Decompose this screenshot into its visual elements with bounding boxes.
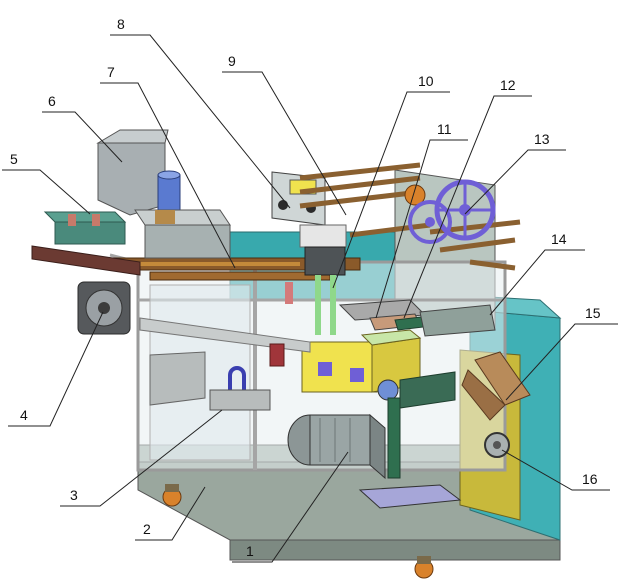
leader-line-5 bbox=[2, 169, 91, 215]
callout-label-2: 2 bbox=[143, 521, 151, 537]
leader-line-12 bbox=[403, 95, 532, 319]
left-feeder bbox=[31, 245, 141, 335]
callout-label-4: 4 bbox=[20, 407, 28, 423]
heating-station bbox=[43, 211, 127, 245]
callout-label-6: 6 bbox=[48, 93, 56, 109]
leader-line-11 bbox=[375, 139, 468, 319]
forming-station bbox=[134, 209, 231, 259]
main-shaft bbox=[139, 317, 456, 409]
handle-assembly bbox=[149, 351, 271, 411]
callout-label-15: 15 bbox=[585, 305, 601, 321]
leader-line-3 bbox=[60, 409, 223, 507]
control-panel bbox=[271, 171, 347, 248]
leader-line-13 bbox=[464, 149, 566, 215]
leader-lines bbox=[2, 34, 618, 563]
callout-labels: 1 2 3 4 5 6 7 8 9 10 11 12 13 14 15 16 bbox=[10, 16, 601, 559]
leader-line-9 bbox=[222, 71, 347, 216]
callout-label-3: 3 bbox=[70, 487, 78, 503]
leader-line-2 bbox=[135, 486, 206, 541]
leader-line-4 bbox=[8, 311, 104, 427]
machine-illustration bbox=[31, 129, 562, 579]
callout-label-7: 7 bbox=[107, 64, 115, 80]
callout-label-1: 1 bbox=[246, 543, 254, 559]
leader-line-8 bbox=[110, 34, 291, 209]
hopper bbox=[96, 129, 181, 216]
leader-line-1 bbox=[232, 451, 349, 563]
motor bbox=[287, 397, 462, 509]
leader-line-14 bbox=[489, 249, 585, 316]
callout-label-8: 8 bbox=[117, 16, 125, 32]
caster-wheels bbox=[162, 484, 434, 579]
callout-label-12: 12 bbox=[500, 77, 516, 93]
cutting-plates bbox=[338, 299, 496, 337]
leader-line-7 bbox=[100, 82, 236, 269]
conveyor-rails bbox=[109, 257, 361, 281]
handwheel bbox=[484, 432, 510, 458]
callout-label-16: 16 bbox=[582, 471, 598, 487]
callout-label-10: 10 bbox=[418, 73, 434, 89]
sealing-column bbox=[285, 246, 346, 335]
callout-label-9: 9 bbox=[228, 53, 236, 69]
callout-label-14: 14 bbox=[551, 231, 567, 247]
leader-line-16 bbox=[501, 449, 610, 491]
leader-line-15 bbox=[505, 323, 618, 401]
callout-label-13: 13 bbox=[534, 131, 550, 147]
leader-line-6 bbox=[42, 111, 123, 163]
leader-line-10 bbox=[332, 91, 450, 289]
film-wheels bbox=[404, 179, 496, 244]
output-chute bbox=[461, 351, 531, 421]
callout-label-11: 11 bbox=[437, 121, 452, 137]
upper-rollers bbox=[299, 162, 521, 271]
callout-label-5: 5 bbox=[10, 151, 18, 167]
